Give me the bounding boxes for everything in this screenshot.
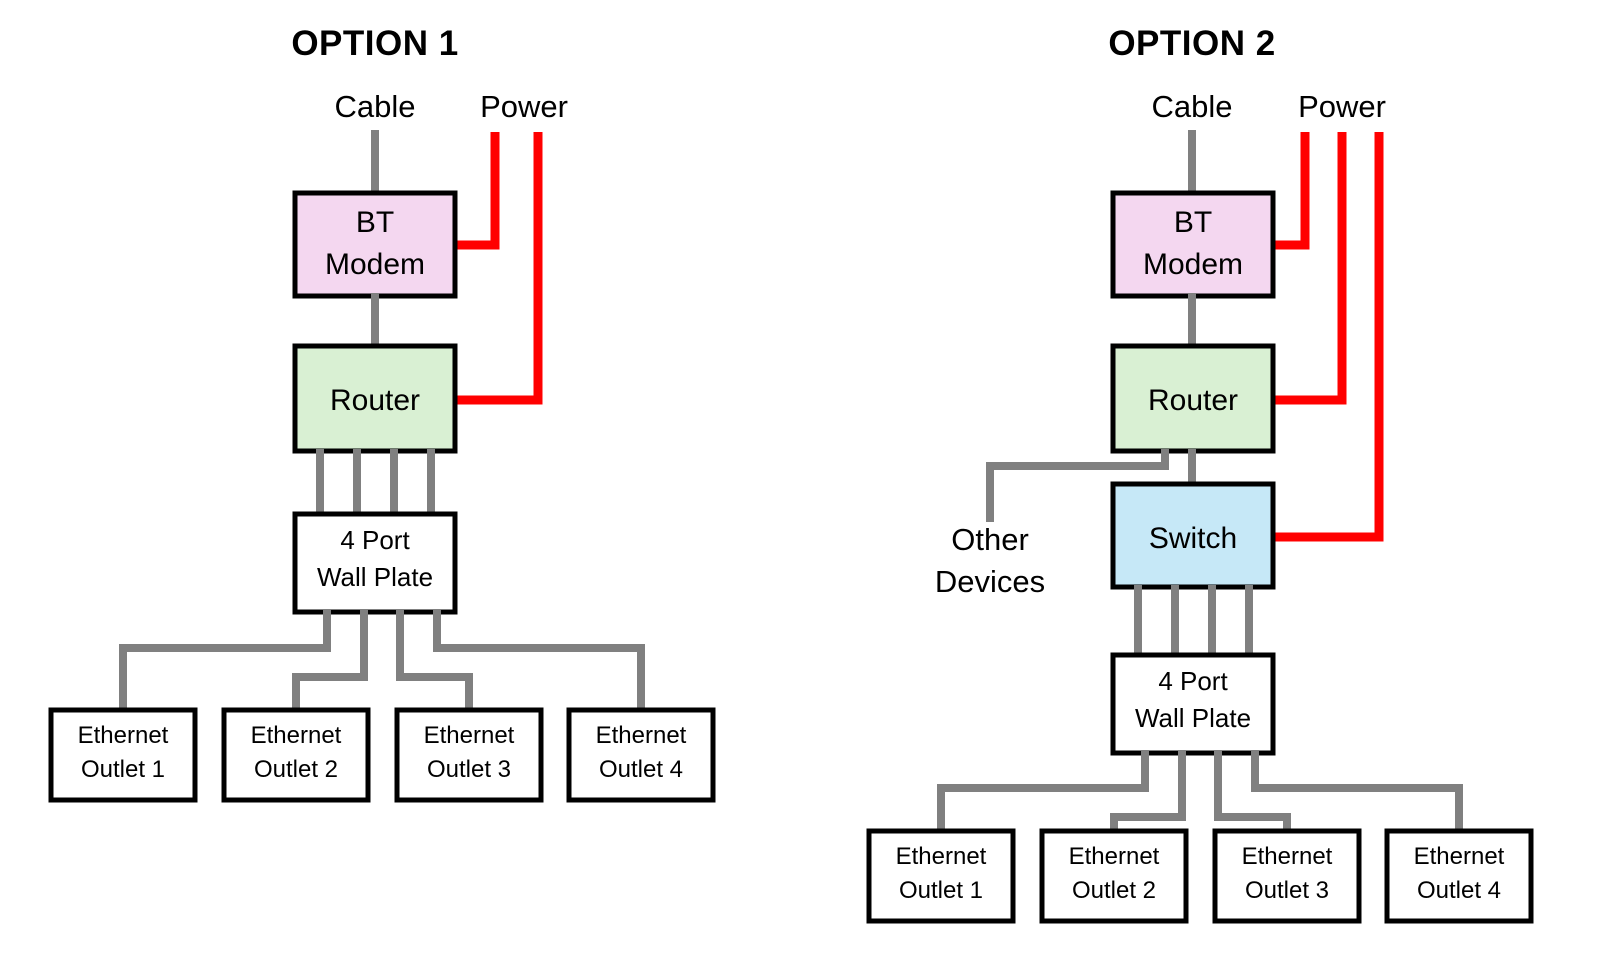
option-2-outlet-3-label-line1: Ethernet bbox=[1242, 843, 1333, 870]
option-1-outlet-3-label-line1: Ethernet bbox=[424, 722, 515, 749]
option-1-cable-label: Cable bbox=[335, 89, 416, 124]
option-1-wall-plate-box[interactable] bbox=[292, 511, 458, 615]
option-2-outlet-2-label-line2: Outlet 2 bbox=[1072, 877, 1156, 904]
option-1-bt-modem-label-line1: BT bbox=[356, 206, 394, 239]
option-1-router-label: Router bbox=[330, 384, 420, 417]
option-1-outlet-2-label-line1: Ethernet bbox=[251, 722, 342, 749]
option-2-switch-box[interactable] bbox=[1110, 481, 1276, 590]
option-1-outlet-4-label-line1: Ethernet bbox=[596, 722, 687, 749]
option-2-bt-modem-label-line1: BT bbox=[1174, 206, 1212, 239]
option-2-power-wire-router bbox=[1269, 132, 1347, 405]
option-1-outlet-3-label-line2: Outlet 3 bbox=[427, 756, 511, 783]
option-2-ethernet-outlet-3-box[interactable] bbox=[1212, 828, 1362, 924]
option-2-outlet-1-label-line1: Ethernet bbox=[896, 843, 987, 870]
option-2-ethernet-outlet-4-box[interactable] bbox=[1384, 828, 1534, 924]
option-2-power-wire-switch bbox=[1269, 132, 1384, 542]
option-1-group: OPTION 1 Cable Power BT Modem Router bbox=[48, 24, 716, 803]
option-2-wall-plate-label-line1: 4 Port bbox=[1158, 666, 1228, 696]
option-1-wall-plate-label-line1: 4 Port bbox=[340, 525, 410, 555]
option-2-plate-to-outlet-4-wire bbox=[1251, 751, 1463, 833]
option-2-group: OPTION 2 Cable Power BT Modem Router Oth… bbox=[866, 24, 1534, 924]
option-2-other-devices-wire bbox=[986, 449, 1169, 522]
option-1-plate-to-outlet-3-wire bbox=[396, 610, 473, 712]
option-1-ethernet-outlet-2-box[interactable] bbox=[221, 707, 371, 803]
option-1-bt-modem-label-line2: Modem bbox=[325, 248, 425, 281]
option-2-power-label: Power bbox=[1298, 89, 1386, 124]
option-2-plate-to-outlet-1-wire bbox=[937, 751, 1149, 833]
option-1-ethernet-outlet-4-box[interactable] bbox=[566, 707, 716, 803]
option-1-power-label: Power bbox=[480, 89, 568, 124]
option-2-title: OPTION 2 bbox=[1108, 24, 1275, 63]
option-1-plate-to-outlet-2-wire bbox=[292, 610, 368, 712]
option-2-ethernet-outlet-1-box[interactable] bbox=[866, 828, 1016, 924]
option-1-ethernet-outlet-3-box[interactable] bbox=[394, 707, 544, 803]
option-1-power-wire-router bbox=[451, 132, 543, 405]
option-2-other-devices-label-line2: Devices bbox=[935, 564, 1045, 599]
option-1-power-wire-modem bbox=[451, 132, 500, 250]
option-2-plate-to-outlet-3-wire bbox=[1214, 751, 1291, 833]
option-1-plate-to-outlet-1-wire bbox=[119, 610, 331, 712]
option-1-bt-modem-box[interactable] bbox=[292, 190, 458, 299]
option-1-wall-plate-label-line2: Wall Plate bbox=[317, 562, 433, 592]
option-2-other-devices-label-line1: Other bbox=[951, 522, 1029, 557]
option-2-power-wire-modem bbox=[1269, 132, 1310, 250]
option-2-outlet-4-label-line2: Outlet 4 bbox=[1417, 877, 1501, 904]
option-2-bt-modem-box[interactable] bbox=[1110, 190, 1276, 299]
option-2-outlet-4-label-line1: Ethernet bbox=[1414, 843, 1505, 870]
option-1-router-box[interactable] bbox=[292, 343, 458, 454]
option-2-router-label: Router bbox=[1148, 384, 1238, 417]
option-2-wall-plate-box[interactable] bbox=[1110, 652, 1276, 756]
option-1-outlet-1-label-line2: Outlet 1 bbox=[81, 756, 165, 783]
option-2-wall-plate-label-line2: Wall Plate bbox=[1135, 703, 1251, 733]
option-2-outlet-1-label-line2: Outlet 1 bbox=[899, 877, 983, 904]
option-2-outlet-3-label-line2: Outlet 3 bbox=[1245, 877, 1329, 904]
option-2-plate-to-outlet-2-wire bbox=[1110, 751, 1186, 833]
option-2-bt-modem-label-line2: Modem bbox=[1143, 248, 1243, 281]
option-1-outlet-2-label-line2: Outlet 2 bbox=[254, 756, 338, 783]
option-1-outlet-1-label-line1: Ethernet bbox=[78, 722, 169, 749]
option-1-title: OPTION 1 bbox=[291, 24, 458, 63]
option-2-switch-label: Switch bbox=[1149, 522, 1237, 555]
option-2-ethernet-outlet-2-box[interactable] bbox=[1039, 828, 1189, 924]
option-1-plate-to-outlet-4-wire bbox=[433, 610, 645, 712]
option-1-ethernet-outlet-1-box[interactable] bbox=[48, 707, 198, 803]
option-1-outlet-4-label-line2: Outlet 4 bbox=[599, 756, 683, 783]
option-2-cable-label: Cable bbox=[1152, 89, 1233, 124]
option-2-outlet-2-label-line1: Ethernet bbox=[1069, 843, 1160, 870]
